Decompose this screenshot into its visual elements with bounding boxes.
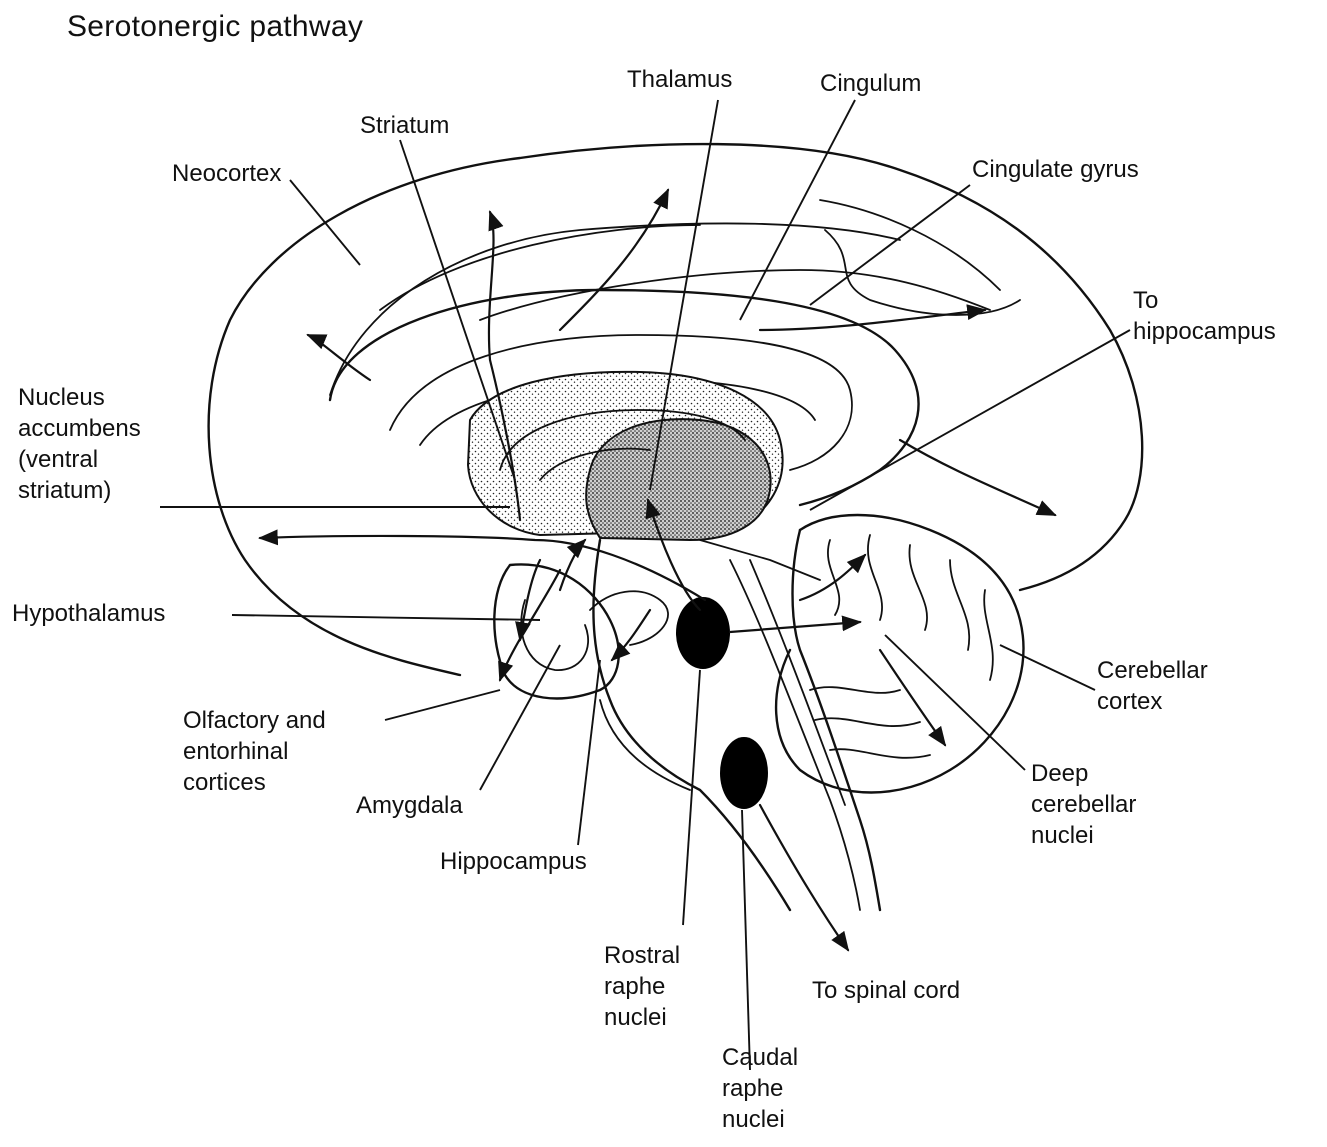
rostral-raphe-nuclei (676, 597, 730, 669)
label-cingulate-gyrus: Cingulate gyrus (972, 154, 1139, 185)
label-striatum: Striatum (360, 110, 449, 141)
caudal-raphe-nuclei (720, 737, 768, 809)
label-to-hippocampus: To hippocampus (1133, 285, 1276, 347)
label-thalamus: Thalamus (627, 64, 732, 95)
label-neocortex: Neocortex (172, 158, 281, 189)
temporal-lobe-region (494, 564, 618, 698)
label-hypothalamus: Hypothalamus (12, 598, 165, 629)
label-hippocampus: Hippocampus (440, 846, 587, 877)
cerebellum-outline (776, 515, 1023, 793)
label-to-spinal-cord: To spinal cord (812, 975, 960, 1006)
label-caudal-raphe-nuclei: Caudal raphe nuclei (722, 1042, 798, 1135)
label-cerebellar-cortex: Cerebellar cortex (1097, 655, 1208, 717)
label-deep-cerebellar-nuclei: Deep cerebellar nuclei (1031, 758, 1136, 851)
label-cingulum: Cingulum (820, 68, 921, 99)
label-nucleus-accumbens: Nucleus accumbens (ventral striatum) (18, 382, 141, 506)
label-olfactory-entorhinal: Olfactory and entorhinal cortices (183, 705, 326, 798)
label-amygdala: Amygdala (356, 790, 463, 821)
label-rostral-raphe-nuclei: Rostral raphe nuclei (604, 940, 680, 1033)
diagram-title: Serotonergic pathway (67, 10, 363, 44)
